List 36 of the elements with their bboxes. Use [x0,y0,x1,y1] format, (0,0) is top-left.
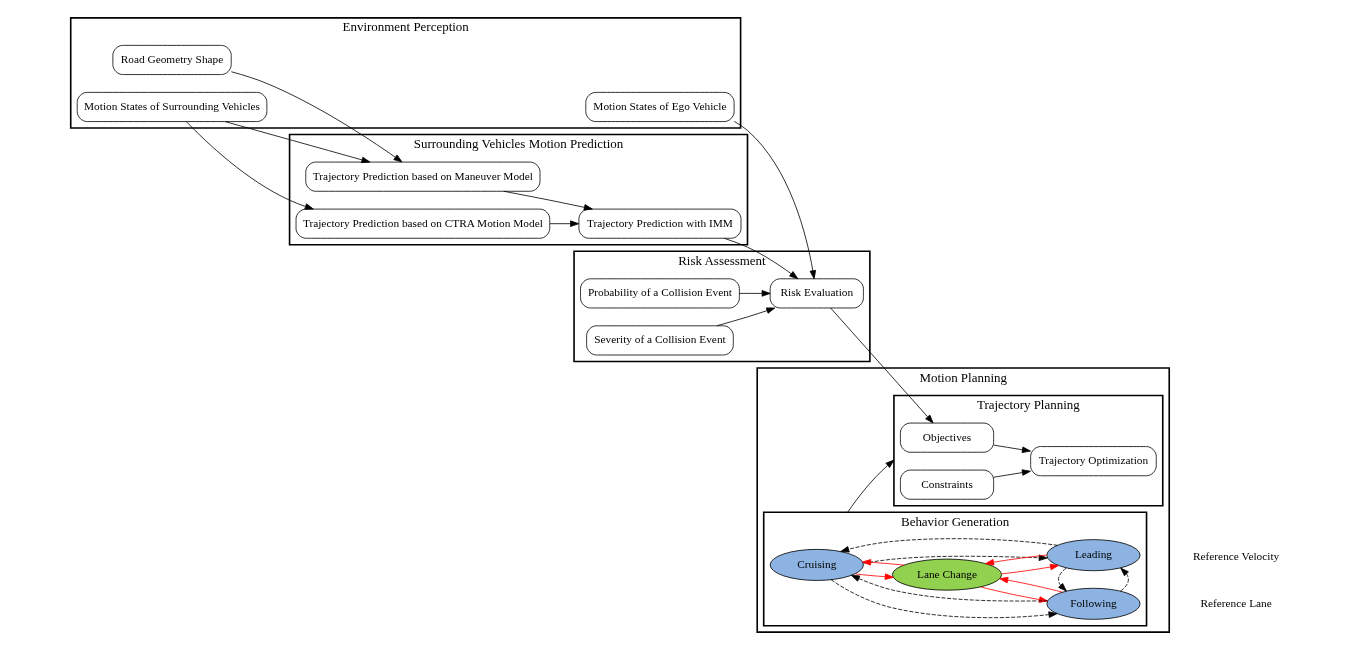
node-box: Risk Evaluation [769,278,864,309]
arrow [733,121,817,280]
node-box: Severity of a Collision Event [586,325,734,356]
label: Reference Lane [1200,596,1272,609]
node-box: Trajectory Prediction with IMM [578,208,742,239]
arrow [993,444,1031,453]
node-box: Probability of a Collision Event [580,278,740,309]
arrow [980,586,1048,603]
arrow [840,538,1058,553]
label: Reference Velocity [1192,549,1280,562]
arrow [854,573,894,580]
arrow [985,554,1048,566]
arrow [224,121,371,164]
arrow [739,290,771,297]
arrow [847,459,895,513]
arrow [185,121,314,210]
arrow [863,554,1048,564]
node-box: Constraints [900,469,995,500]
node-box: Trajectory Prediction based on CTRA Motion Model [295,208,551,239]
arrow [1058,567,1067,592]
arrow [231,71,403,163]
node-box: Trajectory Prediction based on Maneuver Model [305,161,541,192]
node-box: Trajectory Optimization [1030,446,1157,477]
arrow [1120,567,1129,592]
node-box: Objectives [900,422,995,453]
arrow [1001,563,1059,575]
node-box: Motion States of Surrounding Vehicles [76,92,268,122]
arrow [830,579,1058,619]
arrow [549,220,580,227]
arrow [850,574,1048,602]
arrow [830,307,934,424]
arrow [862,559,905,566]
node-box: Road Geometry Shape [112,44,232,75]
arrow [999,576,1063,593]
arrow [993,469,1031,478]
node-box: Motion States of Ego Vehicle [585,92,735,122]
